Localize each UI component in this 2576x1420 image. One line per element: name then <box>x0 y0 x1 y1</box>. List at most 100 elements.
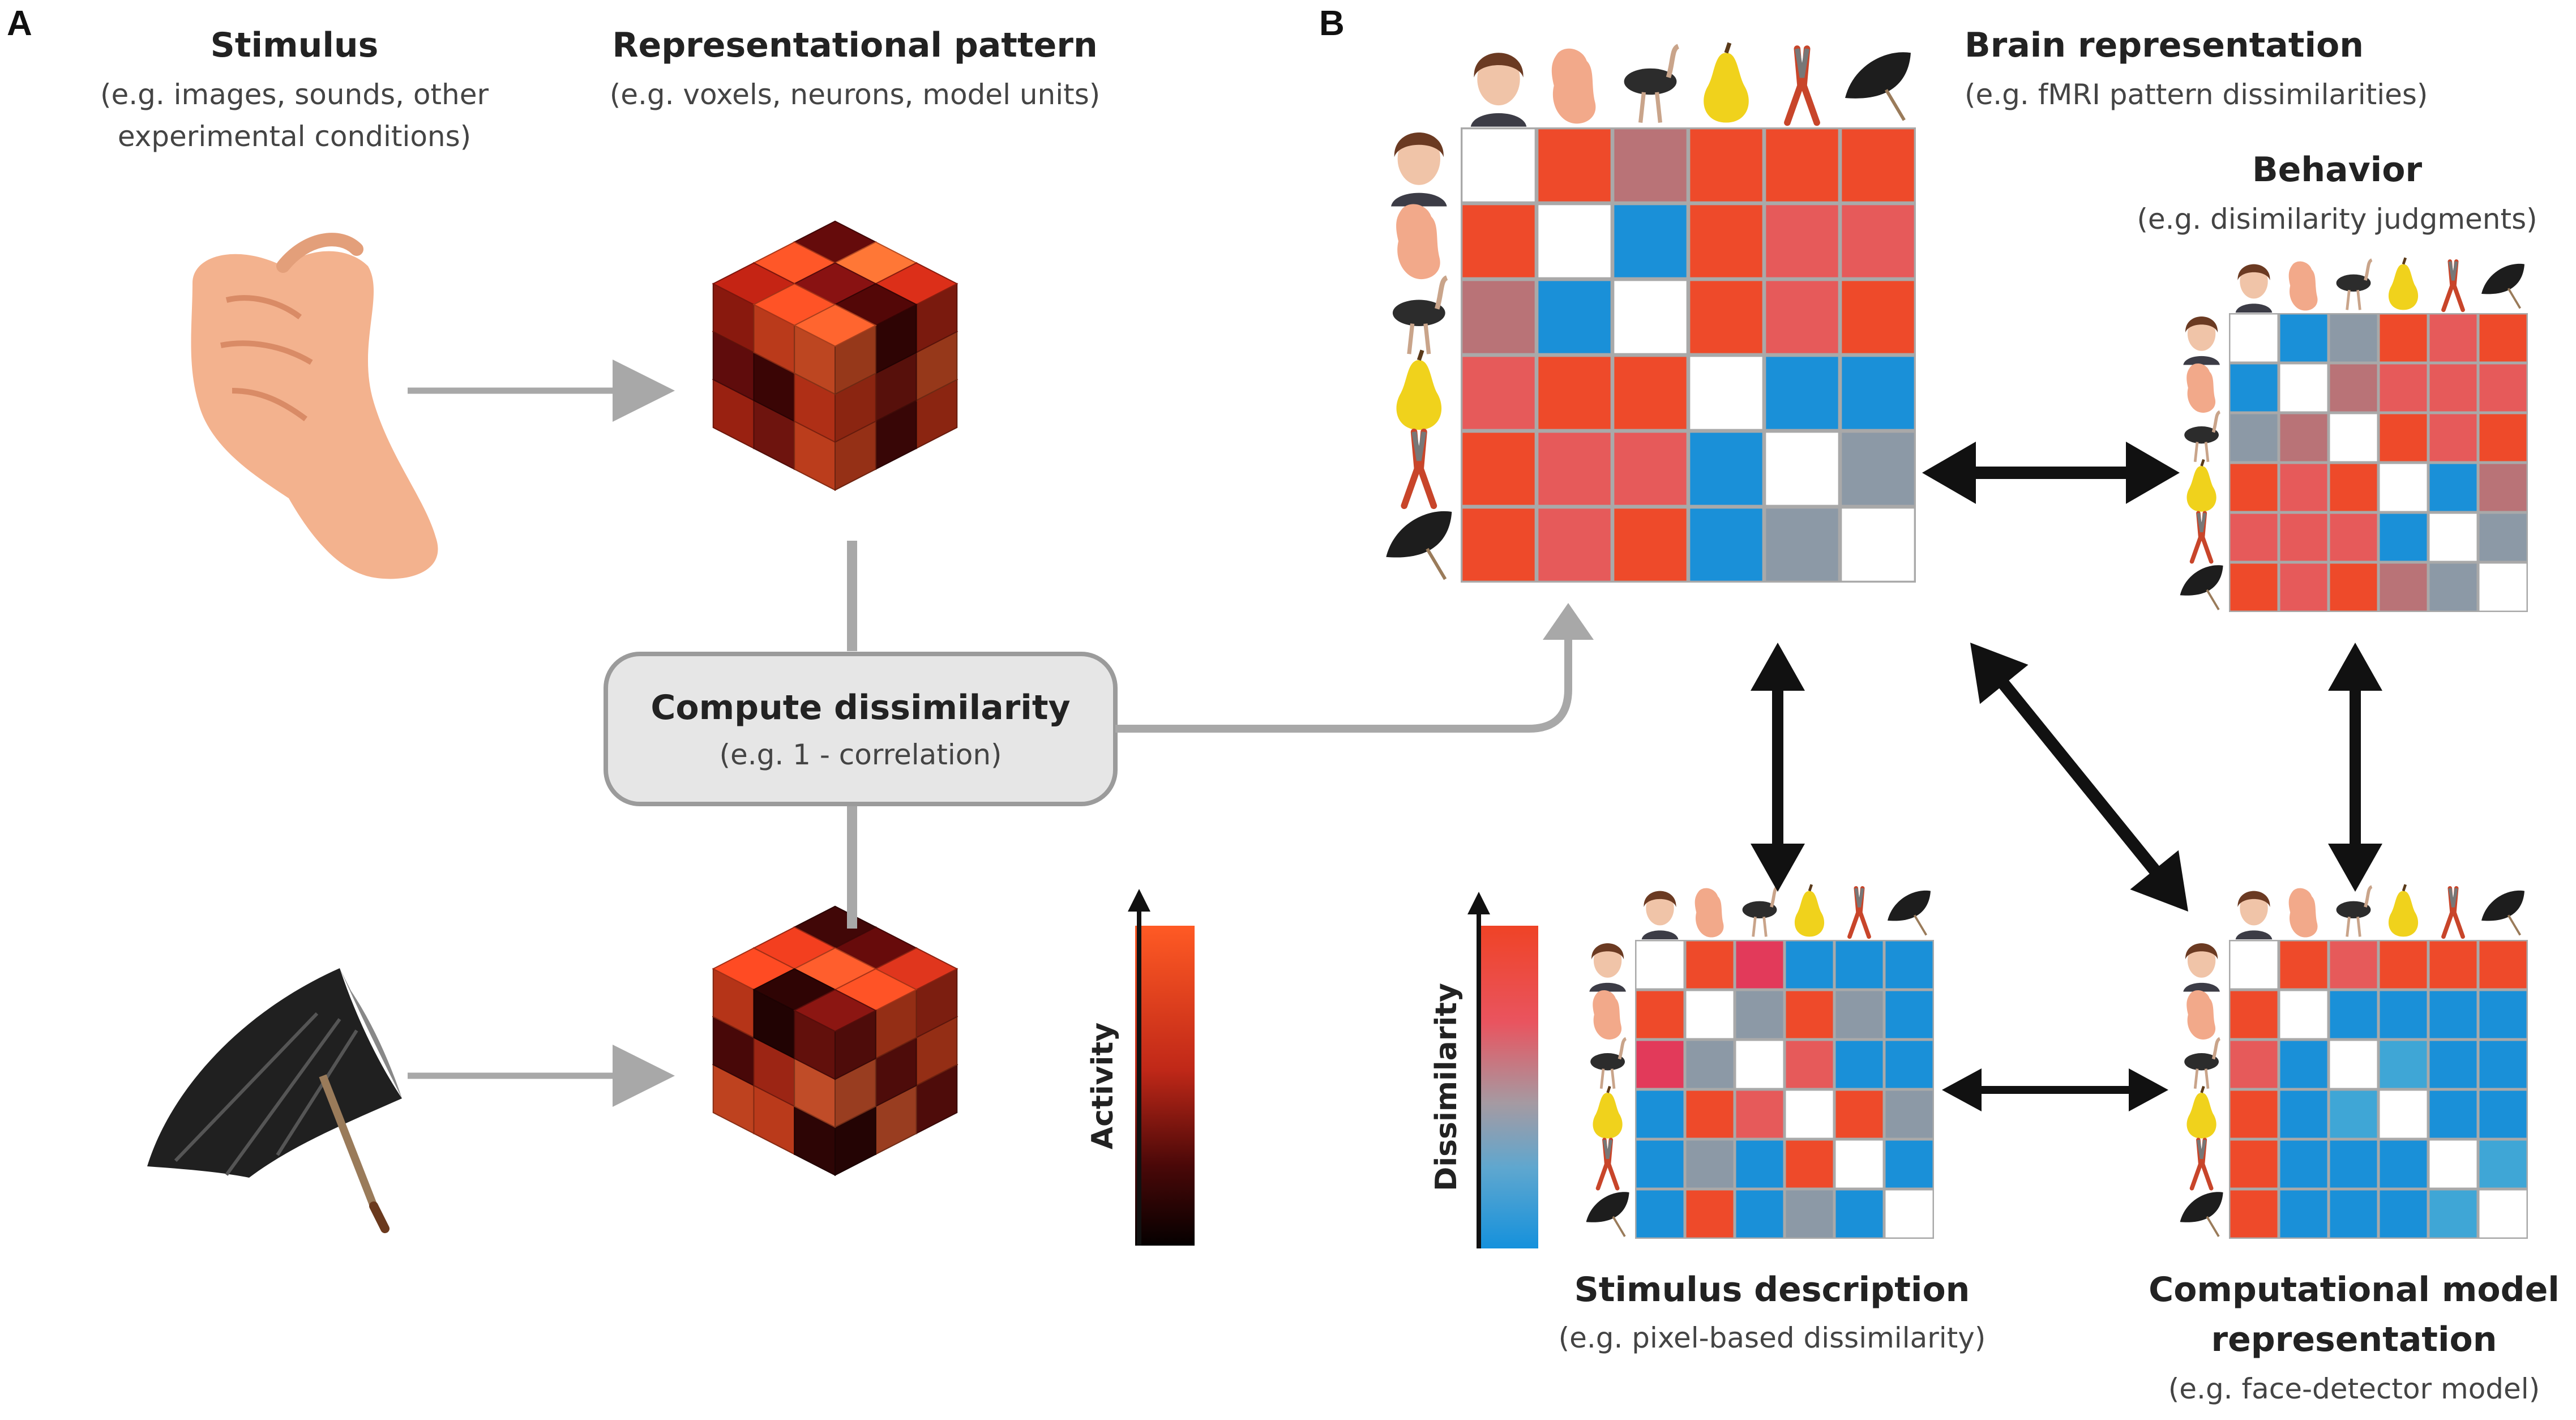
rdm-cell <box>2230 314 2278 362</box>
activity-label: Activity <box>1086 1023 1120 1149</box>
rdm-cell <box>1636 1090 1684 1138</box>
rdm-frame <box>2229 313 2528 612</box>
rdm-cell <box>2429 514 2477 561</box>
rdm-cell <box>2429 364 2477 412</box>
face-icon <box>2183 316 2220 365</box>
hand-icon <box>2186 990 2216 1040</box>
rdm-cell <box>1690 205 1762 277</box>
rdm-cell <box>2479 414 2527 461</box>
rdm-cell <box>1614 433 1687 505</box>
ostrich-icon <box>1742 885 1779 937</box>
rdm-cell <box>2380 941 2427 989</box>
rdm-cell <box>2280 941 2327 989</box>
stimulus-rdm <box>1586 884 1934 1239</box>
rdm-cell <box>1885 1090 1933 1138</box>
rdm-cell <box>1786 1041 1833 1088</box>
rdm-cell <box>1686 1090 1734 1138</box>
panel-a-label: A <box>7 4 32 43</box>
rdm-cell <box>2230 991 2278 1038</box>
rdm-cell <box>1614 129 1687 202</box>
rdm-cell <box>2330 414 2377 461</box>
rdm-cell <box>2230 941 2278 989</box>
rdm-cell <box>2330 941 2377 989</box>
pliers-icon <box>2189 1137 2214 1191</box>
rdm-cell <box>1885 1190 1933 1238</box>
voxel <box>793 400 877 491</box>
rdm-cell <box>1786 941 1833 989</box>
rdm-cell <box>2380 1041 2427 1088</box>
rdm-cell <box>1736 941 1783 989</box>
pear-icon <box>1396 349 1442 430</box>
rdm-cell <box>1462 281 1535 353</box>
rdm-cell <box>1538 508 1611 581</box>
rdm-cell <box>1538 281 1611 353</box>
rdm-cell <box>2429 464 2477 511</box>
rdm-cell <box>2429 1140 2477 1188</box>
rdm-cell <box>1786 1190 1833 1238</box>
rdm-cell <box>2230 1140 2278 1188</box>
pear-icon <box>2186 459 2216 512</box>
brain-model-arrow <box>1970 643 2188 912</box>
rdm-cell <box>1736 1090 1783 1138</box>
compute-subtitle: (e.g. 1 - correlation) <box>719 738 1002 771</box>
rdm-cell <box>2330 1090 2377 1138</box>
rdm-cell <box>1538 357 1611 429</box>
umbrella-icon <box>1845 52 1911 121</box>
behavior-subtitle: (e.g. disimilarity judgments) <box>2137 203 2537 236</box>
rdm-cell <box>1835 991 1883 1038</box>
rdm-cell <box>2280 314 2327 362</box>
rdm-cell <box>2479 1090 2527 1138</box>
rdm-cell <box>1614 508 1687 581</box>
brain-rdm <box>1386 42 1916 583</box>
rdm-cell <box>2230 1041 2278 1088</box>
rdm-cell <box>1690 129 1762 202</box>
rdm-cell <box>2429 941 2477 989</box>
rdm-cell <box>2479 314 2527 362</box>
ostrich-icon <box>1590 1037 1627 1089</box>
hand-icon <box>1593 990 1622 1040</box>
umbrella-icon <box>2180 1192 2223 1237</box>
rdm-cell <box>1690 357 1762 429</box>
stimulus-subtitle-1: (e.g. images, sounds, other <box>100 78 489 111</box>
model-title-line2: representation <box>2211 1320 2497 1359</box>
rdm-cell <box>1835 1041 1883 1088</box>
rdm-cell <box>1690 433 1762 505</box>
pliers-icon <box>2441 259 2465 313</box>
rdm-cell <box>1766 357 1838 429</box>
rdm-cell <box>1690 281 1762 353</box>
rdm-cell <box>2429 1090 2477 1138</box>
pear-icon <box>1704 42 1749 123</box>
ostrich-icon <box>1624 44 1680 123</box>
face-icon <box>2235 264 2273 313</box>
rdm-cell <box>1636 1190 1684 1238</box>
face-icon <box>2235 891 2273 940</box>
rdm-cell <box>1766 433 1838 505</box>
rdm-cell <box>2280 991 2327 1038</box>
ostrich-icon <box>2184 1037 2221 1089</box>
rdm-cell <box>1786 1090 1833 1138</box>
rdm-cell <box>2380 514 2427 561</box>
rdm-cell <box>2330 364 2377 412</box>
stimulus-title: Stimulus <box>211 25 379 65</box>
rdm-cell <box>2330 1190 2377 1238</box>
face-icon <box>1391 132 1447 207</box>
rdm-cell <box>2230 514 2278 561</box>
rdm-cell <box>1538 433 1611 505</box>
rdm-cell <box>2380 464 2427 511</box>
rdm-cell <box>1614 357 1687 429</box>
rdm-cell <box>2429 314 2477 362</box>
rdm-cell <box>1736 1041 1783 1088</box>
stimulus-description-subtitle: (e.g. pixel-based dissimilarity) <box>1559 1321 1986 1354</box>
rdm-cell <box>2380 364 2427 412</box>
rdm-cell <box>1786 991 1833 1038</box>
rdm-cell <box>1786 1140 1833 1188</box>
rdm-cell <box>2230 1090 2278 1138</box>
rdm-cell <box>1736 1140 1783 1188</box>
brain-title: Brain representation <box>1965 25 2364 65</box>
face-icon <box>2183 943 2220 992</box>
rdm-cell <box>1462 357 1535 429</box>
hand-icon <box>2288 261 2318 311</box>
ostrich-icon <box>1392 275 1448 354</box>
rdm-cell <box>2429 414 2477 461</box>
pattern-title: Representational pattern <box>612 25 1097 65</box>
